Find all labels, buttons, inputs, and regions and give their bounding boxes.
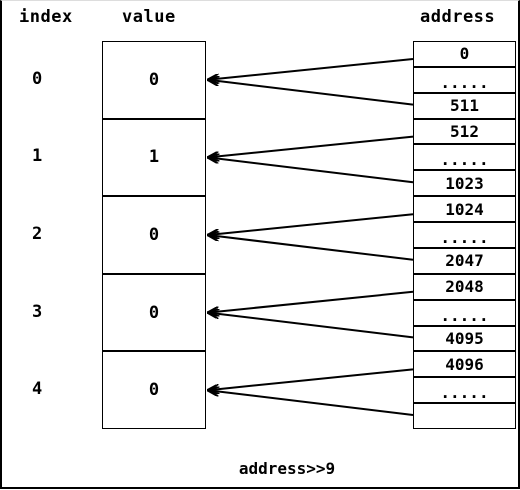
address-cell: 1024 — [413, 196, 516, 223]
address-cell: 1023 — [413, 170, 516, 197]
address-cell: ..... — [413, 377, 516, 404]
address-cell: ..... — [413, 66, 516, 93]
arrow-from-range-start — [208, 368, 414, 390]
arrow-from-range-end — [208, 157, 414, 184]
arrow-from-range-end — [208, 235, 414, 261]
value-cell: 1 — [102, 118, 206, 197]
address-cell — [413, 403, 516, 429]
value-cell: 0 — [102, 41, 206, 119]
value-cell: 0 — [102, 273, 206, 352]
index-label: 3 — [32, 301, 43, 322]
arrow-from-range-start — [208, 135, 414, 158]
value-cell: 0 — [102, 351, 206, 429]
address-cell: 4096 — [413, 351, 516, 378]
arrow-from-range-start — [208, 213, 414, 235]
address-cell: 0 — [413, 41, 516, 67]
address-cell: 2048 — [413, 273, 516, 300]
address-cell: 511 — [413, 92, 516, 119]
arrow-from-range-end — [208, 390, 414, 416]
address-header: address — [420, 7, 496, 27]
arrow-from-range-end — [208, 80, 414, 106]
index-label: 0 — [32, 68, 43, 89]
index-label: 4 — [32, 379, 43, 400]
arrow-from-range-start — [208, 58, 414, 80]
arrow-from-range-start — [208, 290, 414, 313]
address-cell: ..... — [413, 299, 516, 326]
address-cell: ..... — [413, 144, 516, 171]
value-cell: 0 — [102, 196, 206, 274]
address-cell: 2047 — [413, 247, 516, 274]
index-header: index — [19, 7, 73, 27]
index-label: 1 — [32, 146, 43, 167]
address-cell: 4095 — [413, 325, 516, 352]
index-label: 2 — [32, 224, 43, 244]
value-header: value — [122, 7, 176, 27]
shift-caption: address>>9 — [238, 459, 336, 478]
address-cell: 512 — [413, 118, 516, 145]
arrow-from-range-end — [208, 313, 414, 339]
address-cell: ..... — [413, 222, 516, 248]
